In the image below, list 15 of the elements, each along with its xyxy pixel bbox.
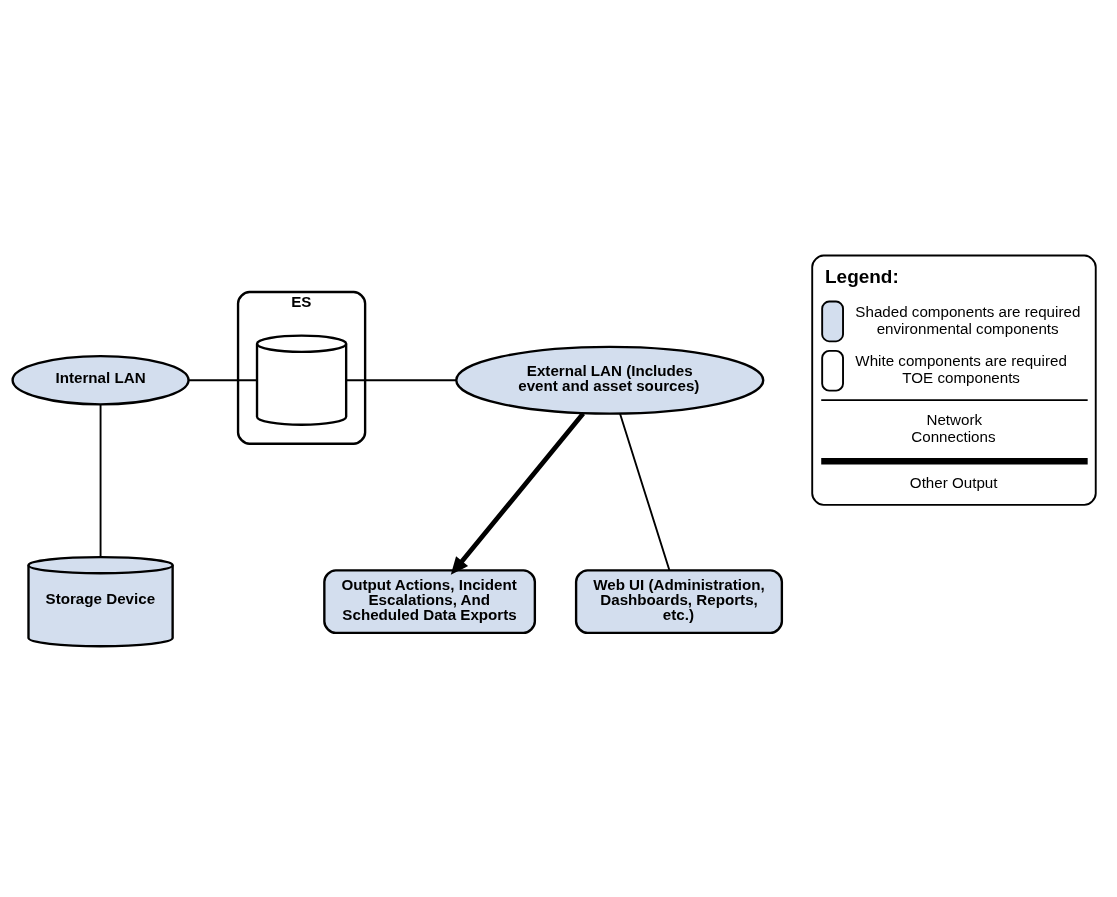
connector <box>187 379 258 382</box>
node-ellipse: External LAN (Includes event and asset sources) <box>455 345 765 415</box>
connector <box>619 412 671 571</box>
connector <box>345 379 457 382</box>
legend-label: White components are required TOE components <box>855 351 1067 386</box>
label: Legend: <box>825 265 899 287</box>
connector <box>99 403 102 558</box>
arrow <box>450 412 585 575</box>
legend-label: Network Connections <box>911 410 996 445</box>
cluster: ES <box>236 290 367 445</box>
node-box: Output Actions, Incident Escalations, And Scheduled Data Exports <box>323 569 537 635</box>
legend-label: Shaded components are required environmental components <box>855 302 1081 337</box>
node-ellipse: Internal LAN <box>11 354 190 406</box>
legend-label: Other Output <box>909 474 998 492</box>
node-box: Web UI (Administration, Dashboards, Reports, etc.) <box>574 569 784 635</box>
